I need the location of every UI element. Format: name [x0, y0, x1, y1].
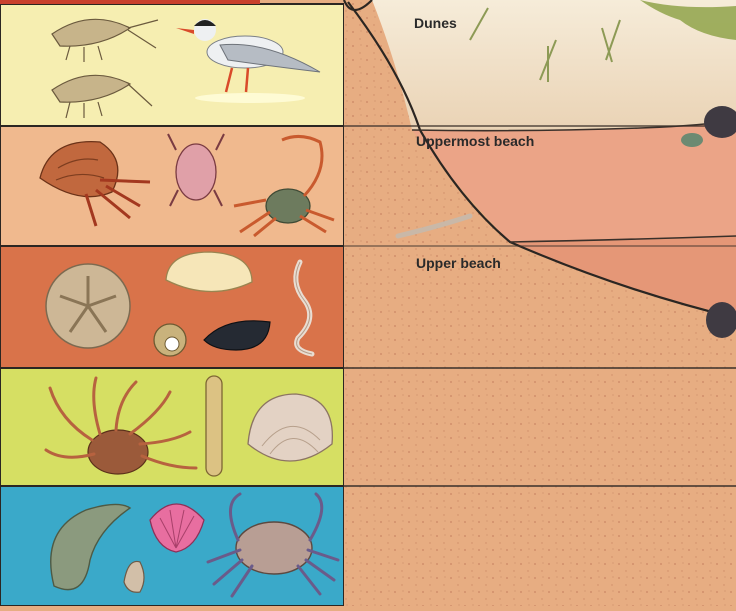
sand-dollar-illustration	[46, 264, 130, 348]
rock	[681, 133, 703, 147]
beach-cross-section: Dunes Uppermost beach Upper beach	[344, 0, 736, 606]
upper-beach-label: Upper beach	[416, 255, 501, 271]
dunes-label: Dunes	[414, 15, 457, 31]
uppermost-beach-label: Uppermost beach	[416, 133, 534, 149]
species-legend	[0, 0, 344, 606]
snail-shell-illustration	[154, 324, 186, 356]
razor-clam-illustration	[206, 376, 222, 476]
